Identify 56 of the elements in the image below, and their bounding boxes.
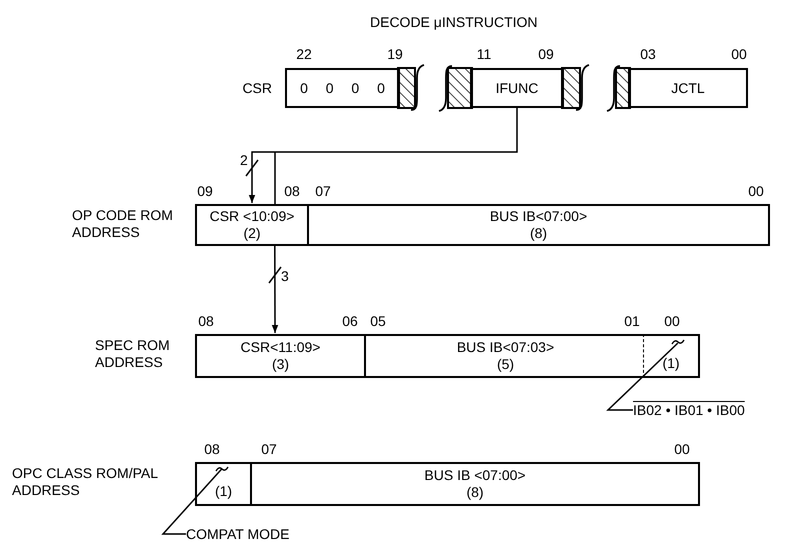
arrow bbox=[272, 246, 278, 333]
bit-number: 07 bbox=[315, 183, 331, 200]
signal-label: IB02 • IB01 • IB00 bbox=[633, 400, 783, 420]
bit-number: 11 bbox=[476, 46, 492, 63]
arrow bbox=[248, 107, 518, 205]
bit-number: 00 bbox=[674, 441, 690, 458]
bit-number: 00 bbox=[731, 46, 747, 63]
register-field bbox=[195, 204, 309, 246]
bit-number: 09 bbox=[538, 46, 554, 63]
register-field bbox=[307, 204, 770, 246]
bit-number: 09 bbox=[197, 183, 213, 200]
register-field bbox=[250, 462, 700, 506]
field-name: (1) bbox=[662, 355, 680, 372]
bit-number: 00 bbox=[748, 183, 764, 200]
field-width: (8) bbox=[466, 484, 484, 501]
bus-width-label: 3 bbox=[281, 268, 289, 285]
field-width: (2) bbox=[243, 225, 261, 242]
bus-width-label: 2 bbox=[240, 152, 248, 169]
register-name: SPEC ROM ADDRESS bbox=[95, 337, 171, 371]
field-name: BUS IB <07:00> bbox=[424, 467, 526, 484]
field-name: IFUNC bbox=[496, 80, 538, 96]
bit-number: 08 bbox=[198, 313, 214, 330]
register-field bbox=[364, 334, 645, 378]
bit-number: 08 bbox=[204, 441, 220, 458]
field-name: CSR <10:09> bbox=[210, 208, 294, 225]
field-name: CSR<11:09> bbox=[240, 339, 320, 356]
title: DECODE μINSTRUCTION bbox=[370, 14, 538, 31]
field-name: (1) bbox=[214, 483, 232, 500]
register-field bbox=[470, 68, 564, 108]
bit-number: 05 bbox=[370, 313, 386, 330]
field-name: JCTL bbox=[671, 80, 705, 96]
register-field bbox=[643, 334, 700, 378]
signal-label: COMPAT MODE bbox=[186, 524, 316, 544]
register-field bbox=[195, 334, 366, 378]
bit-number: 06 bbox=[342, 313, 358, 330]
register-field bbox=[195, 462, 252, 506]
register-name: CSR bbox=[242, 80, 272, 97]
bit-number: 00 bbox=[664, 313, 680, 330]
register-field bbox=[628, 68, 748, 108]
register-field bbox=[285, 68, 400, 108]
bit-number: 01 bbox=[624, 313, 640, 330]
bit-number: 08 bbox=[284, 183, 300, 200]
bit-number: 19 bbox=[387, 46, 403, 63]
bit-number: 03 bbox=[640, 46, 656, 63]
leader-line bbox=[606, 342, 678, 411]
field-width: (5) bbox=[496, 356, 514, 373]
field-name: BUS IB<07:03> bbox=[456, 339, 554, 356]
register-name: OPC CLASS ROM/PAL ADDRESS bbox=[12, 465, 158, 499]
field-width: (3) bbox=[272, 356, 290, 373]
field-name: 0 0 0 0 bbox=[300, 80, 385, 96]
register-name: OP CODE ROM ADDRESS bbox=[72, 207, 174, 241]
field-name: BUS IB<07:00> bbox=[490, 208, 588, 225]
bit-number: 22 bbox=[296, 46, 312, 63]
bit-number: 07 bbox=[261, 441, 277, 458]
field-width: (8) bbox=[530, 225, 548, 242]
leader-line bbox=[161, 468, 222, 535]
